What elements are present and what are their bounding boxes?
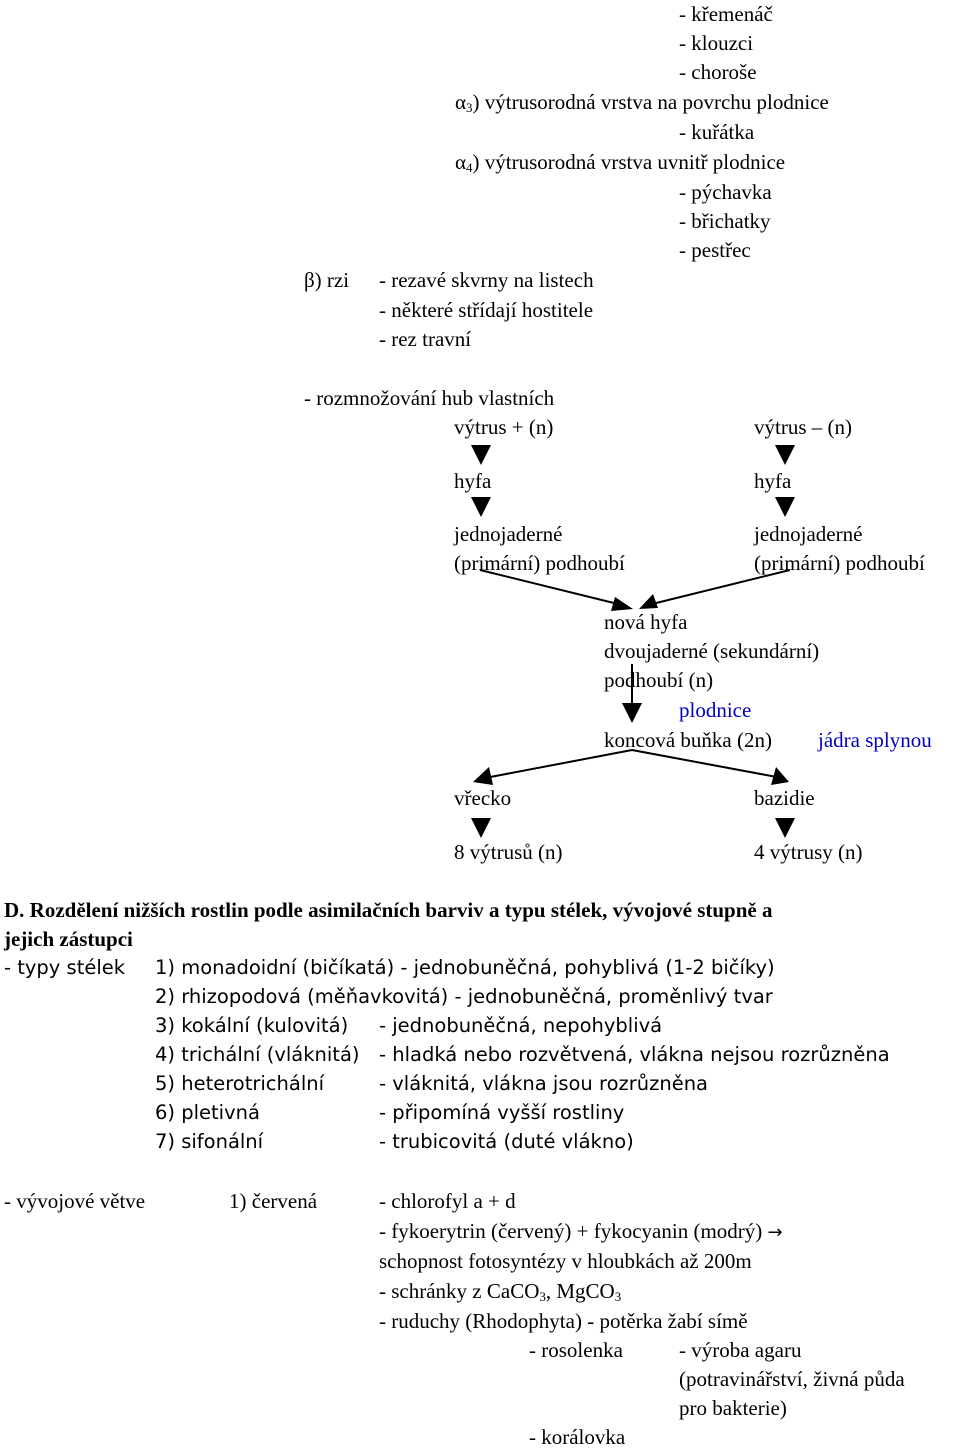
thallus-type-6-desc: - připomíná vyšší rostliny — [379, 1101, 625, 1124]
terminal-cell: koncová buňka (2n) — [604, 728, 772, 752]
thallus-type-5-desc: - vláknitá, vlákna jsou rozrůzněna — [379, 1072, 709, 1095]
reproduction-title: - rozmnožování hub vlastních — [304, 386, 555, 410]
hypha-left: hyfa — [454, 469, 492, 493]
basidium-label: bazidie — [754, 786, 815, 810]
beta-label: β) rzi — [304, 268, 350, 292]
arrow-down-right-2 — [775, 497, 795, 517]
arrow-down-left-1 — [471, 445, 491, 465]
mycelium-left-1: jednojaderné — [454, 522, 563, 546]
beta-item-3: - rez travní — [379, 327, 472, 351]
thallus-type-7: 7) sifonální — [155, 1130, 264, 1153]
merge-line-right — [647, 569, 791, 606]
fungus-pychavka: - pýchavka — [679, 180, 772, 204]
mycelium-left-2: (primární) podhoubí — [454, 551, 625, 575]
fungus-chorose: - choroše — [679, 60, 757, 84]
secondary-mycelium-1: dvoujaderné (sekundární) — [604, 639, 820, 663]
hypha-right: hyfa — [754, 469, 792, 493]
fungus-pestrec: - pestřec — [679, 238, 751, 262]
spore-minus: výtrus – (n) — [754, 415, 852, 439]
arrow-merge-right — [639, 594, 658, 609]
arrow-down-left-2 — [471, 497, 491, 517]
mycelium-right-2: (primární) podhoubí — [754, 551, 925, 575]
thallus-type-3: 3) kokální (kulovitá) — [155, 1014, 349, 1037]
section-d-heading-1: D. Rozdělení nižších rostlin podle asimi… — [4, 898, 773, 922]
thallus-type-4-desc: - hladká nebo rozvětvená, vlákna nejsou … — [379, 1043, 890, 1066]
thallus-types-label: - typy stélek — [4, 956, 126, 979]
thallus-type-5: 5) heterotrichální — [155, 1072, 325, 1095]
ascus-label: vřecko — [454, 786, 512, 810]
thallus-type-1: 1) monadoidní (bičíkatá) - jednobuněčná,… — [155, 956, 775, 979]
fruit-body-label: plodnice — [679, 698, 752, 722]
arrow-down-merge — [622, 703, 642, 723]
arrow-down-basidium — [775, 818, 795, 838]
branches-label: - vývojové větve — [4, 1189, 146, 1213]
split-line-right — [631, 749, 783, 779]
alpha4-line: α4) výtrusorodná vrstva uvnitř plodnice — [455, 150, 786, 175]
thallus-type-3-desc: - jednobuněčná, nepohyblivá — [379, 1014, 663, 1037]
thallus-type-7-desc: - trubicovitá (duté vlákno) — [379, 1130, 634, 1153]
secondary-mycelium-2: podhoubí (n) — [604, 668, 714, 692]
beta-item-2: - některé střídají hostitele — [379, 298, 594, 322]
thallus-type-6: 6) pletivná — [155, 1101, 260, 1124]
fungus-kremenac: - křemenáč — [679, 2, 773, 26]
red-koralovka: - korálovka — [529, 1425, 626, 1449]
spore-plus: výtrus + (n) — [454, 415, 554, 439]
arrow-down-ascus — [471, 818, 491, 838]
red-agar-1: - výroba agaru — [679, 1338, 802, 1362]
red-rosolenka: - rosolenka — [529, 1338, 623, 1362]
split-line-left — [484, 749, 633, 779]
branch-red: 1) červená — [229, 1189, 318, 1213]
red-chlorophyll: - chlorofyl a + d — [379, 1189, 516, 1213]
fungus-kuratka: - kuřátka — [679, 120, 755, 144]
nuclei-fuse: jádra splynou — [818, 728, 932, 752]
red-shells: - schránky z CaCO3, MgCO3 — [379, 1279, 622, 1304]
arrow-down-right-1 — [775, 445, 795, 465]
merge-line-left — [479, 569, 623, 606]
section-d-heading-2: jejich zástupci — [4, 927, 133, 951]
red-ruduchy: - ruduchy (Rhodophyta) - potěrka žabí sí… — [379, 1309, 748, 1333]
beta-item-1: - rezavé skvrny na listech — [379, 268, 594, 292]
alpha3-line: α3) výtrusorodná vrstva na povrchu plodn… — [455, 90, 829, 115]
red-pigments: - fykoerytrin (červený) + fykocyanin (mo… — [379, 1219, 783, 1243]
red-photosynthesis: schopnost fotosyntézy v hloubkách až 200… — [379, 1249, 752, 1273]
red-agar-2: (potravinářství, živná půda — [679, 1367, 905, 1391]
arrow-right-icon: → — [767, 1222, 783, 1243]
fungus-klouzci: - klouzci — [679, 31, 754, 55]
fungus-brichatky: - břichatky — [679, 209, 771, 233]
mycelium-right-1: jednojaderné — [754, 522, 863, 546]
thallus-type-2: 2) rhizopodová (měňavkovitá) - jednobuně… — [155, 985, 773, 1008]
basidium-spores: 4 výtrusy (n) — [754, 840, 863, 864]
new-hypha: nová hyfa — [604, 610, 688, 634]
red-agar-3: pro bakterie) — [679, 1396, 787, 1420]
ascus-spores: 8 výtrusů (n) — [454, 840, 563, 864]
thallus-type-4: 4) trichální (vláknitá) — [155, 1043, 360, 1066]
arrow-to-basidium — [771, 767, 789, 785]
arrow-to-ascus — [473, 767, 493, 785]
